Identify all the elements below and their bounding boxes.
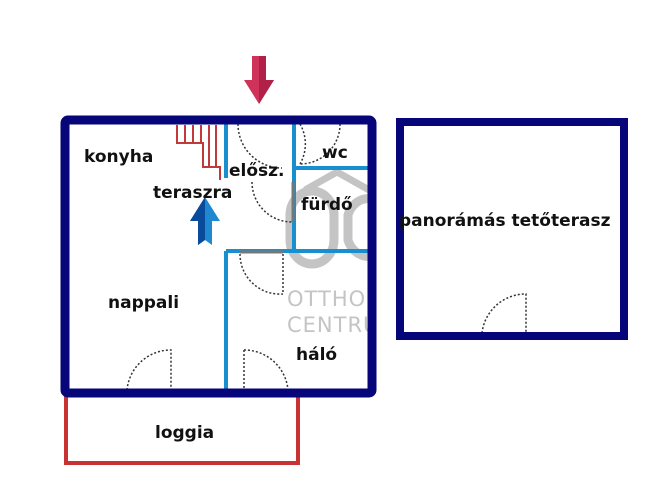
room-label-halo: háló	[296, 345, 337, 365]
room-label-teraszra: teraszra	[153, 183, 232, 203]
watermark-line1: OTTHON	[287, 287, 383, 311]
watermark-o-icon	[285, 186, 339, 269]
room-label-wc: wc	[322, 143, 348, 163]
room-label-konyha: konyha	[84, 147, 153, 167]
watermark-roof-icon	[303, 167, 368, 194]
watermark-line2: CENTRUM	[287, 313, 399, 337]
watermark-c-icon	[343, 194, 368, 261]
room-label-tetoterasz: panorámás tetőterasz	[399, 211, 611, 231]
room-label-eloszoba: elősz.	[229, 161, 285, 181]
terrace-outer-wall	[396, 118, 628, 340]
room-label-furdo: fürdő	[301, 195, 353, 215]
main-outer-wall	[60, 115, 377, 398]
stairs	[176, 125, 221, 180]
room-label-loggia: loggia	[155, 423, 214, 443]
room-label-nappali: nappali	[108, 293, 179, 313]
watermark: OTTHON CENTRUM	[285, 167, 399, 337]
